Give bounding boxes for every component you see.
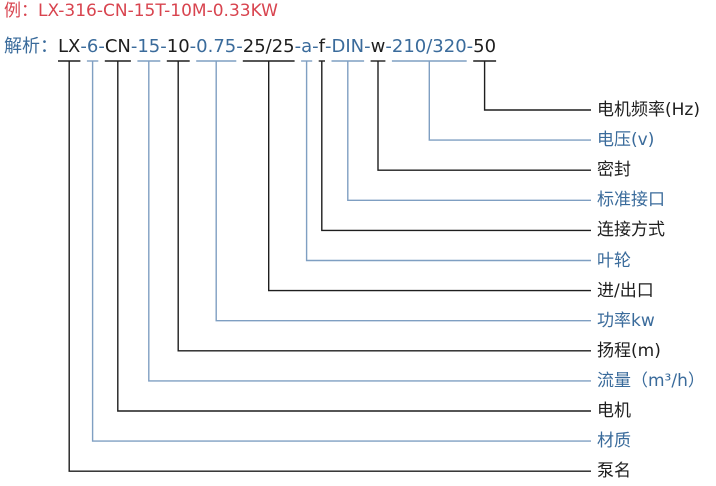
callout-line-6: [268, 61, 591, 292]
analysis-row: 解析：LX-6-CN-15-10-0.75-25/25-a-f-DIN-w-21…: [4, 35, 496, 59]
code-segment-4: CN: [104, 36, 131, 57]
callout-label-3: 标准接口: [597, 190, 665, 210]
callout-label-11: 材质: [597, 431, 631, 451]
callout-label-5: 叶轮: [597, 251, 631, 271]
code-segment-16: f: [318, 36, 325, 57]
code-segment-8: 10: [166, 36, 190, 57]
code-separator: -: [160, 36, 167, 57]
callout-label-0: 电机频率(Hz): [597, 100, 700, 120]
callout-line-11: [428, 61, 591, 141]
code-separator: -: [130, 36, 138, 57]
callout-line-4: [177, 61, 591, 352]
callout-label-7: 功率kw: [597, 311, 655, 331]
callout-label-10: 电机: [597, 401, 631, 421]
code-segment-24: 50: [473, 36, 497, 57]
code-segment-6: 15: [137, 36, 161, 57]
callout-label-6: 进/出口: [597, 281, 654, 301]
callout-label-1: 电压(v): [597, 130, 655, 150]
callout-line-9: [347, 61, 591, 202]
code-separator: -: [80, 36, 87, 57]
code-segment-22: 210/320: [391, 36, 467, 57]
callout-label-12: 泵名: [597, 461, 631, 481]
callout-line-5: [215, 61, 591, 322]
callout-line-10: [377, 61, 591, 171]
code-separator: -: [236, 36, 243, 57]
code-separator: -: [98, 36, 105, 57]
code-segment-2: 6: [86, 36, 99, 57]
code-separator: -: [312, 36, 319, 57]
code-separator: -: [466, 36, 474, 57]
code-segment-18: DIN: [331, 36, 365, 57]
callout-label-8: 扬程(m): [597, 341, 661, 361]
callout-label-9: 流量（m³/h）: [597, 371, 705, 391]
callout-label-4: 连接方式: [597, 220, 665, 240]
callout-label-2: 密封: [597, 160, 631, 180]
analysis-prefix: 解析：: [4, 36, 58, 57]
code-separator: -: [294, 36, 302, 57]
callout-line-7: [305, 61, 591, 262]
callout-line-1: [91, 61, 591, 442]
callout-line-0: [68, 61, 591, 472]
callout-line-3: [148, 61, 591, 382]
callout-line-8: [321, 61, 591, 232]
model-code-segments: LX-6-CN-15-10-0.75-25/25-a-f-DIN-w-210/3…: [58, 36, 496, 57]
callout-line-2: [117, 61, 591, 412]
code-segment-12: 25/25: [242, 36, 295, 57]
code-segment-10: 0.75: [196, 36, 237, 57]
code-separator: -: [385, 36, 392, 57]
callout-line-12: [483, 61, 591, 111]
code-segment-14: a: [301, 36, 313, 57]
code-separator: -: [325, 36, 332, 57]
code-separator: -: [189, 36, 197, 57]
code-segment-0: LX: [58, 36, 81, 57]
code-separator: -: [364, 36, 371, 57]
example-model-code: 例：LX-316-CN-15T-10M-0.33KW: [4, 1, 278, 21]
code-segment-20: w: [370, 36, 386, 57]
